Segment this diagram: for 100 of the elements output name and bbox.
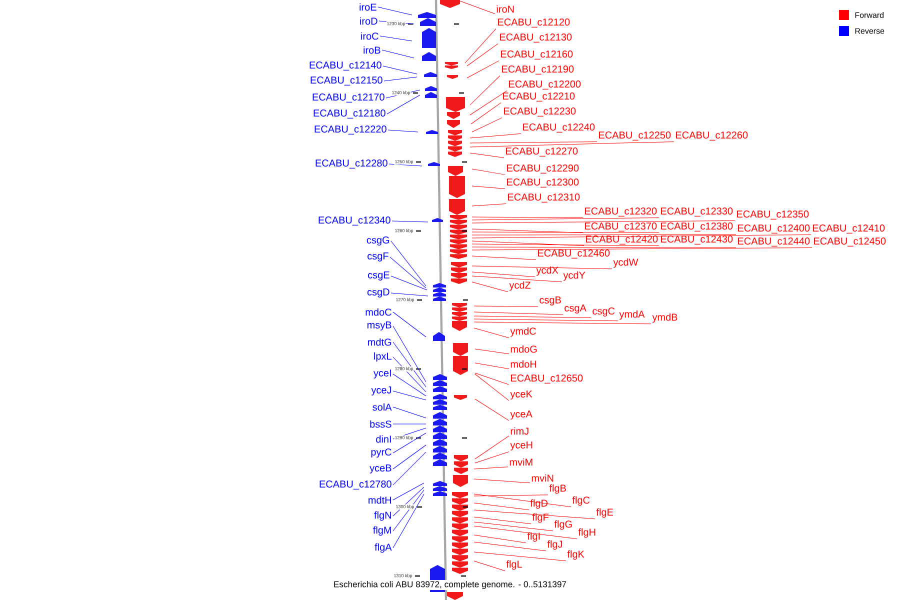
gene-label: ECABU_c12420: [586, 236, 658, 244]
gene-label: ECABU_c12450: [814, 238, 886, 246]
leader-line: [466, 60, 500, 78]
leader-line: [470, 90, 508, 116]
leader-line: [470, 141, 674, 148]
leader-line: [390, 240, 426, 286]
leader-line: [474, 372, 510, 385]
gene-label: flgH: [578, 528, 596, 538]
leader-line: [392, 428, 426, 440]
gene-label: mdoG: [510, 345, 537, 353]
leader-line: [474, 510, 596, 520]
gene-label: ECABU_c12330: [661, 208, 733, 216]
leader-line: [470, 141, 598, 144]
gene-label: ycdY: [563, 271, 586, 281]
leader-line: [472, 282, 508, 292]
gene-label: ymdA: [619, 310, 645, 320]
leader-line: [474, 398, 510, 421]
leader-line: [474, 348, 510, 354]
leader-line: [472, 234, 736, 236]
gene-label: csgE: [368, 272, 390, 280]
gene-label: yceH: [510, 442, 532, 450]
gene-label: ycdX: [536, 266, 558, 276]
leader-line: [386, 90, 420, 98]
leader-line: [392, 342, 426, 388]
leader-line: [470, 75, 500, 106]
gene-label: lpxL: [374, 352, 392, 362]
leader-line: [472, 186, 506, 189]
gene-label: csgA: [564, 304, 586, 314]
gene-label: flgE: [596, 508, 613, 518]
leader-line: [472, 244, 660, 246]
leader-line: [472, 266, 612, 270]
gene-label: flgC: [572, 496, 590, 506]
gene-label: ECABU_c12400: [738, 224, 810, 234]
gene-label: mviM: [510, 458, 532, 466]
gene-label: iroC: [361, 32, 378, 40]
leader-line: [472, 232, 660, 233]
gene-label: mdtH: [368, 496, 391, 504]
gene-label: flgG: [554, 520, 572, 530]
leader-line: [474, 522, 554, 532]
gene-label: flgK: [567, 550, 584, 560]
leader-line: [390, 276, 428, 290]
gene-label: ECABU_c12230: [504, 108, 576, 116]
leader-line: [392, 444, 426, 470]
leader-line: [474, 478, 530, 484]
gene-label: ECABU_c12180: [314, 110, 386, 118]
leader-line: [390, 256, 426, 288]
leader-line: [472, 272, 536, 278]
gene-label: ECABU_c12120: [498, 18, 570, 28]
gene-label: ECABU_c12780: [320, 480, 392, 490]
gene-label: ECABU_c12310: [508, 194, 580, 202]
leader-line: [388, 164, 422, 166]
gene-label: ECABU_c12370: [585, 222, 657, 232]
leader-line: [472, 117, 502, 132]
leader-line: [380, 36, 412, 42]
gene-label: ECABU_c12350: [737, 210, 809, 220]
gene-label: ECABU_c12160: [501, 50, 573, 60]
gene-label: ECABU_c12210: [503, 92, 575, 102]
gene-label: ECABU_c12260: [676, 132, 748, 140]
gene-label: mdoC: [366, 308, 392, 316]
leader-line: [392, 494, 424, 548]
gene-label: flgB: [549, 484, 566, 494]
leader-line: [474, 312, 564, 315]
gene-label: csgG: [366, 236, 390, 246]
leader-line: [466, 43, 498, 66]
leader-line: [474, 328, 510, 338]
gene-label: mviN: [532, 474, 554, 482]
leader-line: [474, 494, 572, 508]
leader-line: [472, 240, 584, 246]
gene-label: iroB: [364, 46, 380, 54]
gene-label: ECABU_c12240: [523, 124, 595, 132]
leader-line: [474, 516, 532, 524]
leader-line: [392, 406, 426, 418]
gene-label: flgJ: [547, 540, 562, 550]
leader-line: [392, 312, 426, 338]
leader-line: [460, 0, 496, 14]
leader-line: [474, 306, 538, 307]
gene-label: yceI: [374, 370, 391, 378]
leader-line: [470, 152, 504, 158]
leader-line: [470, 102, 502, 124]
leader-line: [392, 432, 426, 454]
gene-label: flgM: [373, 526, 391, 536]
leader-line: [474, 552, 566, 562]
gene-label: ECABU_c12650: [511, 374, 583, 384]
leader-line: [472, 256, 536, 260]
gene-label: csgC: [592, 307, 615, 317]
legend-label: Reverse: [855, 28, 884, 34]
leader-line: [470, 133, 522, 138]
leader-line: [392, 220, 428, 222]
gene-label: ECABU_c12220: [314, 126, 386, 134]
leader-line: [392, 486, 424, 516]
gene-label: flgF: [532, 513, 548, 523]
gene-label: ycdZ: [509, 281, 531, 291]
leader-line: [472, 247, 812, 250]
gene-label: iroD: [360, 17, 378, 25]
gene-label: ECABU_c12410: [813, 224, 885, 234]
leader-line: [474, 494, 548, 496]
leader-line: [464, 28, 496, 64]
gene-label: ECABU_c12300: [507, 178, 579, 188]
legend-label: Forward: [855, 12, 884, 18]
gene-label: flgN: [374, 511, 391, 521]
